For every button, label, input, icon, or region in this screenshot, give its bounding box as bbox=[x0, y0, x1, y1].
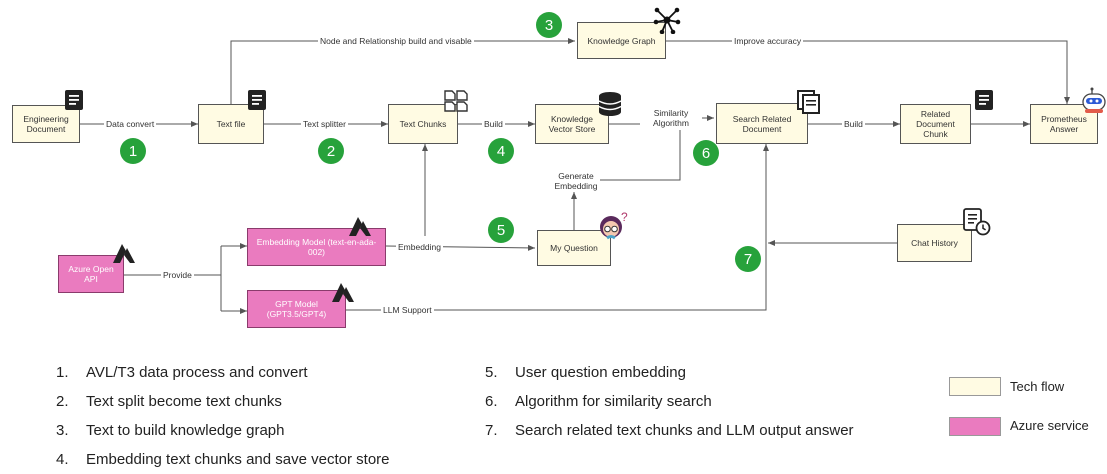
azure-logo-icon bbox=[332, 283, 354, 302]
node-label: Search Related Document bbox=[732, 113, 792, 134]
list-text: Text to build knowledge graph bbox=[86, 422, 285, 439]
edge-label-node-relationship: Node and Relationship build and visable bbox=[318, 36, 474, 46]
step-4-badge: 4 bbox=[488, 138, 514, 164]
svg-text:?: ? bbox=[621, 211, 628, 224]
chat-history-box: Chat History bbox=[897, 224, 972, 262]
edge-label-provide: Provide bbox=[161, 270, 194, 280]
list-number: 3. bbox=[56, 422, 69, 439]
list-text: User question embedding bbox=[515, 364, 686, 381]
step-7-badge: 7 bbox=[735, 246, 761, 272]
node-label: My Question bbox=[550, 243, 598, 253]
list-text: Algorithm for similarity search bbox=[515, 393, 712, 410]
edge-label-build: Build bbox=[482, 119, 505, 129]
list-item: 6. Algorithm for similarity search bbox=[485, 387, 854, 416]
knowledge-graph-box: Knowledge Graph bbox=[577, 22, 666, 59]
azure-logo-icon bbox=[349, 217, 371, 236]
knowledge-vector-store-box: Knowledge Vector Store bbox=[535, 104, 609, 144]
list-text: Search related text chunks and LLM outpu… bbox=[515, 422, 854, 439]
edge-label-improve-accuracy: Improve accuracy bbox=[732, 36, 804, 46]
azure-service-swatch bbox=[949, 417, 1001, 436]
step-6-badge: 6 bbox=[693, 140, 719, 166]
tech-flow-label: Tech flow bbox=[1010, 379, 1065, 394]
robot-icon bbox=[1082, 87, 1106, 113]
my-question-box: My Question bbox=[537, 230, 611, 266]
history-document-icon bbox=[963, 208, 991, 236]
node-label: Prometheus Answer bbox=[1041, 114, 1087, 134]
list-item: 7. Search related text chunks and LLM out… bbox=[485, 416, 854, 445]
person-question-icon: ? bbox=[600, 211, 628, 240]
list-number: 2. bbox=[56, 393, 69, 410]
document-icon bbox=[248, 90, 266, 110]
step-3-badge: 3 bbox=[536, 12, 562, 38]
edge-label-text-splitter: Text splitter bbox=[301, 119, 348, 129]
node-label: Embedding Model (text-en-ada-002) bbox=[256, 237, 377, 257]
gpt-model-box: GPT Model (GPT3.5/GPT4) bbox=[247, 290, 346, 328]
edge-label-similarity-algorithm: Similarity Algorithm bbox=[640, 108, 702, 128]
node-label: Text file bbox=[216, 119, 246, 129]
node-label: Knowledge Graph bbox=[587, 35, 656, 46]
embedding-model-box: Embedding Model (text-en-ada-002) bbox=[247, 228, 386, 266]
list-number: 6. bbox=[485, 393, 498, 410]
steps-description-list-right: 5. User question embedding 6. Algorithm fo… bbox=[485, 358, 854, 445]
node-label: Text Chunks bbox=[399, 119, 447, 129]
search-related-document-box: Search Related Document bbox=[716, 103, 808, 144]
node-label: Azure Open API bbox=[68, 264, 114, 284]
steps-description-list-left: 1. AVL/T3 data process and convert 2. Text… bbox=[56, 358, 390, 474]
tech-flow-swatch bbox=[949, 377, 1001, 396]
list-text: Embedding text chunks and save vector st… bbox=[86, 451, 390, 468]
document-icon bbox=[65, 90, 83, 110]
step-5-badge: 5 bbox=[488, 217, 514, 243]
azure-open-api-box: Azure Open API bbox=[58, 255, 124, 293]
text-file-box: Text file bbox=[198, 104, 264, 144]
graph-network-icon bbox=[653, 7, 681, 34]
list-number: 7. bbox=[485, 422, 498, 439]
node-label: Engineering Document bbox=[23, 114, 69, 134]
list-text: AVL/T3 data process and convert bbox=[86, 364, 308, 381]
document-icon bbox=[975, 90, 993, 110]
list-item: 1. AVL/T3 data process and convert bbox=[56, 358, 390, 387]
step-1-badge: 1 bbox=[120, 138, 146, 164]
azure-logo-icon bbox=[113, 244, 135, 263]
azure-service-label: Azure service bbox=[1010, 418, 1089, 433]
edge-label-embedding: Embedding bbox=[396, 242, 444, 252]
edge-label-generate-embedding: Generate Embedding bbox=[554, 171, 598, 191]
edge-label-build: Build bbox=[842, 119, 865, 129]
list-number: 4. bbox=[56, 451, 69, 468]
list-item: 2. Text split become text chunks bbox=[56, 387, 390, 416]
list-number: 1. bbox=[56, 364, 69, 381]
node-label: Knowledge Vector Store bbox=[548, 114, 596, 134]
step-2-badge: 2 bbox=[318, 138, 344, 164]
edge-label-data-convert: Data convert bbox=[104, 119, 157, 129]
edge-label-llm-support: LLM Support bbox=[381, 305, 434, 315]
list-text: Text split become text chunks bbox=[86, 393, 282, 410]
list-item: 4. Embedding text chunks and save vector … bbox=[56, 445, 390, 474]
list-item: 5. User question embedding bbox=[485, 358, 854, 387]
related-document-chunk-box: Related Document Chunk bbox=[900, 104, 971, 144]
engineering-document-box: Engineering Document bbox=[12, 105, 80, 143]
node-label: Chat History bbox=[911, 238, 958, 248]
copy-document-icon bbox=[444, 90, 468, 112]
node-label: Related Document Chunk bbox=[916, 109, 955, 139]
database-icon bbox=[598, 92, 622, 116]
list-number: 5. bbox=[485, 364, 498, 381]
list-item: 3. Text to build knowledge graph bbox=[56, 416, 390, 445]
node-label: GPT Model (GPT3.5/GPT4) bbox=[266, 299, 327, 319]
copy-document-icon bbox=[797, 90, 820, 114]
